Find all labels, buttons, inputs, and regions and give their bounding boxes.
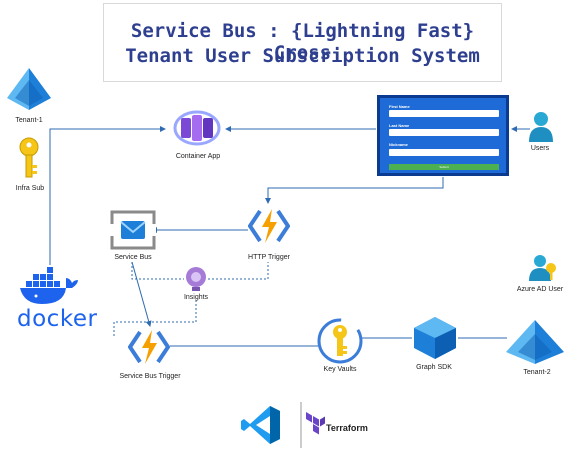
connector-docker-to-container-app (49, 126, 166, 265)
azure-function-icon[interactable] (248, 205, 290, 247)
last-name-label: Last Name (389, 123, 410, 128)
service-bus-label: Service Bus (114, 254, 152, 261)
service-bus-trigger-label: Service Bus Trigger (119, 373, 181, 380)
terraform-wordmark: Terraform (326, 423, 368, 433)
service-bus-icon[interactable] (110, 210, 156, 250)
last-name-input[interactable] (389, 129, 499, 136)
infra-sub-label: Infra Sub (15, 185, 45, 192)
nickname-label: Nickname (389, 142, 408, 147)
docker-wordmark: docker (17, 306, 98, 332)
first-name-input[interactable] (389, 110, 499, 117)
tenant1-label: Tenant-1 (15, 117, 43, 124)
container-app-label: Container App (175, 153, 221, 160)
connector-insights-sb-trigger (113, 300, 197, 338)
user-icon (529, 255, 556, 281)
connector-service-bus-to-trigger (131, 261, 152, 327)
title-box: Service Bus : {Lightning Fast} Cross Ten… (103, 3, 502, 82)
azure-ad-user-label: Azure AD User (516, 286, 564, 293)
insights-label: Insights (183, 294, 209, 301)
docker-whale-icon (20, 267, 78, 304)
users-label: Users (530, 145, 550, 152)
key-vaults-label: Key Vaults (323, 366, 357, 373)
key-vault-icon[interactable] (317, 318, 363, 364)
http-trigger-label: HTTP Trigger (248, 254, 290, 261)
terraform-icon (306, 412, 325, 435)
connector-insights-service-bus (131, 262, 184, 280)
subscription-form: First Name Last Name Nickname Submit (377, 95, 509, 176)
tenant2-label: Tenant-2 (523, 369, 551, 376)
graph-sdk-icon[interactable] (411, 316, 459, 360)
connector-insights-http-trigger (208, 262, 269, 280)
azure-function-icon[interactable] (128, 326, 170, 368)
first-name-label: First Name (389, 104, 410, 109)
connector-form-to-http-trigger (265, 177, 444, 204)
vscode-icon (241, 406, 280, 444)
key-icon (19, 137, 39, 178)
azure-ad-pyramid-icon (7, 68, 51, 110)
graph-sdk-label: Graph SDK (416, 364, 452, 371)
azure-ad-pyramid-icon (506, 320, 564, 364)
user-icon (529, 112, 553, 142)
title-line-2: Tenant User Subscription System (125, 45, 480, 67)
application-insights-icon[interactable] (184, 266, 208, 292)
submit-button[interactable]: Submit (389, 164, 499, 170)
nickname-input[interactable] (389, 149, 499, 156)
container-app-icon[interactable] (172, 109, 222, 147)
title-line-1: Service Bus : {Lightning Fast} Cross (130, 20, 475, 64)
